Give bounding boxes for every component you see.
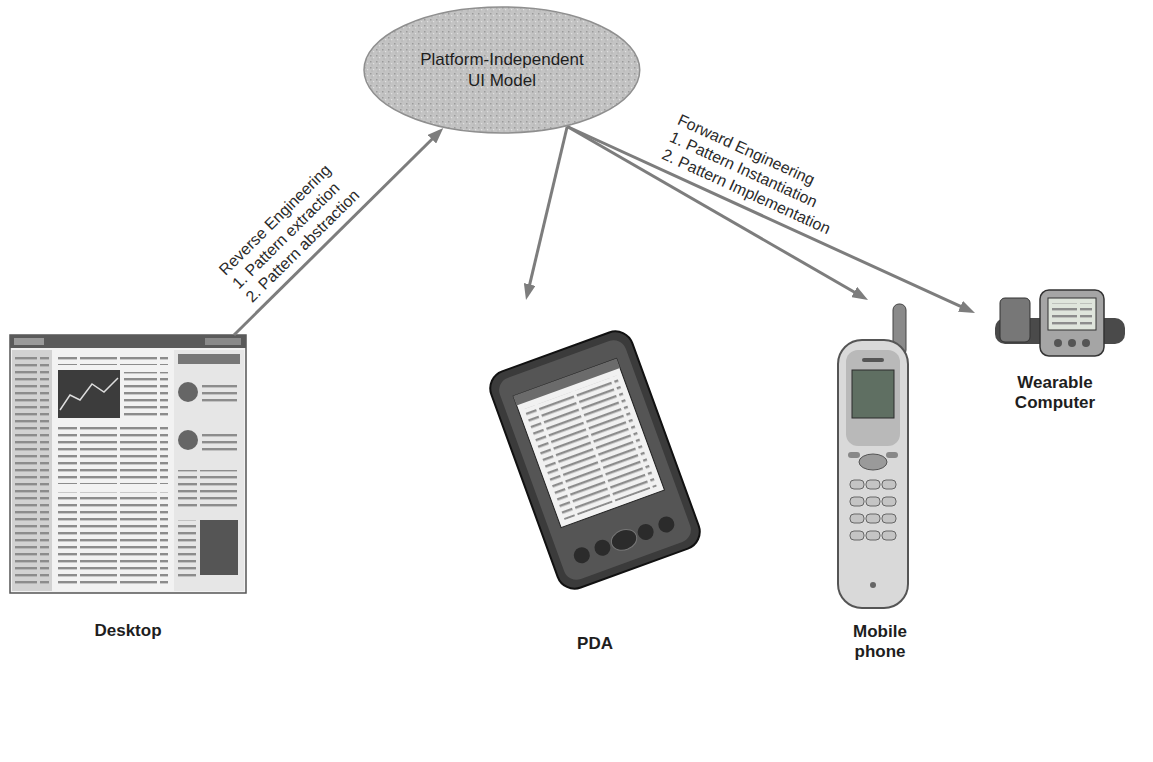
wearable-device: [1000, 298, 1030, 342]
desktop-screenshot: [202, 432, 240, 452]
wearable-device: [1048, 298, 1096, 330]
mobile-phone-device: [886, 452, 898, 458]
connector-group: [234, 127, 965, 335]
pda-device: [524, 376, 656, 520]
desktop-screenshot: [58, 492, 168, 587]
device-label: Desktop: [94, 621, 161, 641]
engineering-steps: Reverse Engineering1. Pattern extraction…: [215, 158, 363, 305]
pda-device: [635, 522, 656, 543]
mobile-phone-device: [859, 454, 887, 470]
mobile-phone-device: [850, 514, 864, 523]
desktop-node: Desktop: [10, 335, 246, 641]
flow-arrow: [529, 127, 568, 290]
mobile-phone-device: [848, 452, 860, 458]
ellipse-outline: [364, 7, 640, 133]
mobile-phone-device: [838, 340, 908, 608]
desktop-screenshot: [14, 338, 44, 345]
wearable-device: [1054, 339, 1062, 347]
desktop-screenshot: [174, 350, 244, 591]
desktop-screenshot: [202, 384, 240, 404]
model-title: Platform-Independent UI Model: [415, 49, 590, 92]
desktop-screenshot: [178, 430, 198, 450]
desktop-screenshot: [10, 335, 246, 593]
pda-device: [513, 358, 664, 527]
flow-arrow: [567, 127, 858, 295]
pda-node: PDA: [480, 300, 710, 654]
mobile-phone-device: [866, 480, 880, 489]
engineering-steps: Forward Engineering1. Pattern Instantiat…: [659, 110, 849, 238]
device-label: PDA: [577, 634, 613, 654]
pda-device: [656, 514, 677, 535]
pda-device: [485, 326, 705, 593]
desktop-screenshot: [58, 353, 168, 365]
device-label: Wearable Computer: [1000, 373, 1110, 414]
mobile-phone-device: [866, 497, 880, 506]
mobile-phone-device: [866, 514, 880, 523]
desktop-screenshot: [58, 370, 120, 418]
pda-device: [572, 545, 593, 566]
desktop-screenshot: [178, 382, 198, 402]
wearable-device: [1068, 339, 1076, 347]
device-label: Mobile phone: [840, 622, 920, 663]
mobile-phone-device: [850, 497, 864, 506]
model-ellipse: Platform-Independent UI Model: [363, 6, 641, 134]
mobile-phone-device: [838, 304, 908, 608]
pda-device: [592, 537, 613, 558]
desktop-screenshot: [124, 372, 168, 418]
phone-node: Mobile phone: [820, 300, 940, 663]
desktop-screenshot: [200, 520, 238, 575]
pda-device: [495, 337, 694, 584]
mobile-phone-device: [850, 480, 864, 489]
mobile-phone-device: [866, 531, 880, 540]
mobile-phone-device: [870, 582, 876, 588]
desktop-screenshot: [12, 350, 52, 591]
mobile-phone-device: [852, 370, 894, 418]
desktop-screenshot: [10, 335, 246, 593]
wearable-device: [1082, 339, 1090, 347]
wearable-device: [1040, 290, 1104, 356]
pda-device: [485, 326, 705, 593]
mobile-phone-device: [882, 480, 896, 489]
wearable-device: [995, 290, 1125, 356]
desktop-screenshot: [15, 356, 49, 586]
mobile-phone-device: [862, 358, 884, 362]
desktop-screenshot: [10, 335, 246, 348]
desktop-screenshot: [205, 338, 241, 345]
desktop-screenshot: [178, 354, 240, 364]
desktop-screenshot: [178, 470, 240, 510]
desktop-screenshot: [58, 424, 168, 484]
wearable-node: Wearable Computer: [975, 285, 1135, 414]
step-label: 1. Pattern extraction: [228, 172, 350, 292]
mobile-phone-device: [850, 531, 864, 540]
ellipse-outline: [363, 6, 641, 134]
desktop-screenshot: [178, 520, 196, 580]
mobile-phone-device: [882, 531, 896, 540]
desktop-screenshot: [60, 378, 118, 410]
wearable-device: [1052, 303, 1092, 325]
mobile-phone-device: [882, 514, 896, 523]
pda-device: [608, 526, 639, 554]
mobile-phone-device: [882, 497, 896, 506]
mobile-phone-device: [846, 350, 900, 446]
